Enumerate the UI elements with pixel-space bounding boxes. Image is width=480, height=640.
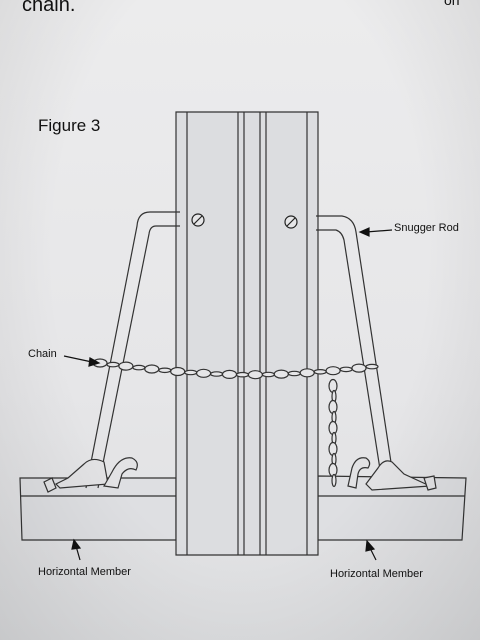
chain-link (158, 367, 172, 374)
arrow-chain (63, 355, 101, 367)
paragraph-fragment-right: on (444, 0, 460, 8)
chain-link (144, 364, 160, 374)
chain-link (210, 371, 224, 377)
chain-link (365, 363, 379, 370)
vertical-post (175, 111, 319, 556)
chain-link (325, 366, 341, 376)
hook-right (347, 457, 437, 491)
chain-link (299, 368, 315, 378)
snugger-rod-right (316, 215, 395, 483)
chain-link (235, 371, 250, 378)
bolt-left (191, 213, 205, 227)
chain-link (247, 370, 263, 380)
arrow-snugger (358, 227, 393, 237)
chain-link (170, 366, 186, 377)
chain-link (184, 369, 198, 376)
label-horizontal-member-right: Horizontal Member (330, 568, 423, 580)
chain-link (221, 369, 238, 379)
paragraph-fragment: chain. (22, 0, 76, 16)
chain-link (118, 361, 134, 371)
chain-hanging (328, 378, 338, 488)
label-snugger-rod: Snugger Rod (394, 222, 459, 234)
arrow-hm-left (71, 538, 82, 561)
chain-link (339, 366, 353, 373)
label-horizontal-member-left: Horizontal Member (38, 566, 131, 578)
chain-link (132, 364, 146, 371)
bolt-right (284, 215, 298, 229)
arrow-hm-right (365, 539, 377, 561)
label-chain: Chain (28, 348, 57, 360)
chain-link (313, 368, 327, 375)
figure-title: Figure 3 (38, 116, 101, 135)
chain-link (196, 368, 212, 378)
chain-link (261, 371, 275, 378)
chain-link (331, 473, 337, 488)
chain-link (287, 370, 301, 377)
hook-left (43, 457, 138, 493)
chain-link (273, 369, 289, 379)
chain-horizontal (92, 358, 379, 380)
chain-link (106, 361, 120, 368)
snugger-rod-left (85, 211, 180, 489)
chain-link (351, 363, 367, 373)
